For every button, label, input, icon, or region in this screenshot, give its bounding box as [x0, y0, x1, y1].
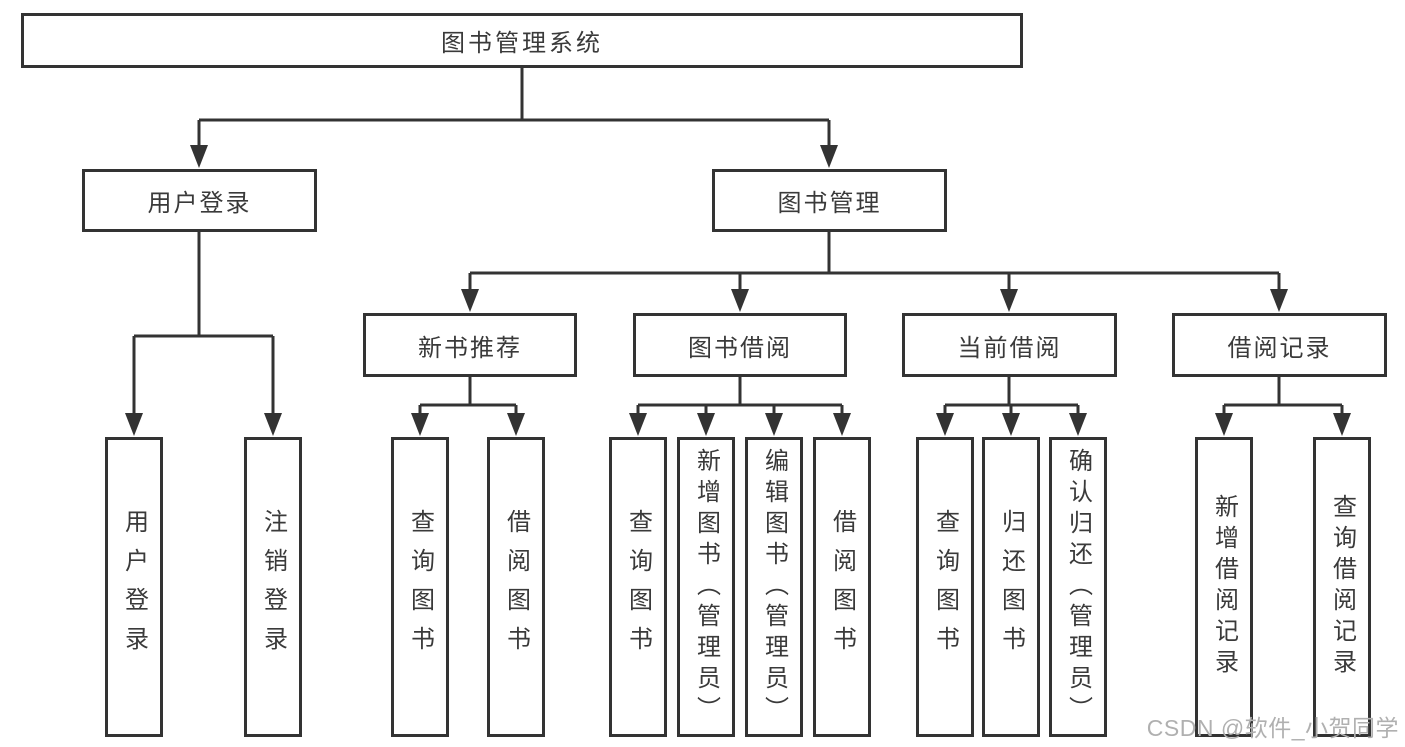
leaf-user-login: 用户登录	[105, 437, 163, 737]
node-book-management: 图书管理	[712, 169, 947, 232]
node-new-book-recommend: 新书推荐	[363, 313, 577, 377]
node-book-borrowing: 图书借阅	[633, 313, 847, 377]
csdn-watermark: CSDN @软件_小贺同学	[1146, 715, 1399, 741]
leaf-query-books-1: 查询图书	[391, 437, 449, 737]
leaf-add-books-admin: 新增图书（管理员）	[677, 437, 735, 737]
node-user-login: 用户登录	[82, 169, 317, 232]
leaf-borrow-books-1: 借阅图书	[487, 437, 545, 737]
leaf-query-books-3: 查询图书	[916, 437, 974, 737]
node-borrowing-records: 借阅记录	[1172, 313, 1387, 377]
leaf-edit-books-admin: 编辑图书（管理员）	[745, 437, 803, 737]
leaf-add-borrow-record: 新增借阅记录	[1195, 437, 1253, 737]
leaf-logout-login: 注销登录	[244, 437, 302, 737]
leaf-query-borrow-record: 查询借阅记录	[1313, 437, 1371, 737]
node-root-library-management-system: 图书管理系统	[21, 13, 1023, 68]
node-current-borrowing: 当前借阅	[902, 313, 1117, 377]
leaf-borrow-books-2: 借阅图书	[813, 437, 871, 737]
leaf-query-books-2: 查询图书	[609, 437, 667, 737]
leaf-confirm-return-admin: 确认归还（管理员）	[1049, 437, 1107, 737]
leaf-return-books: 归还图书	[982, 437, 1040, 737]
